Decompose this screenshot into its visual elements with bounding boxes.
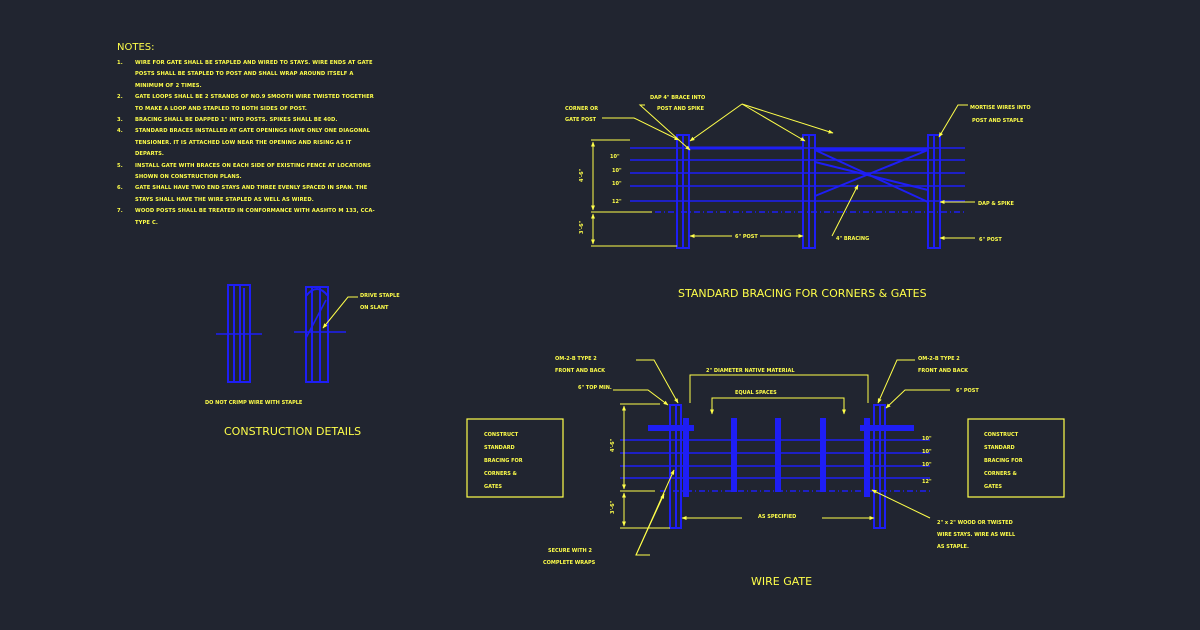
note-text: GATE LOOPS SHALL BE 2 STRANDS OF NO.9 SM… <box>135 94 374 112</box>
label-drive-staple-1: DRIVE STAPLE <box>360 293 400 299</box>
note-text: GATE SHALL HAVE TWO END STAYS AND THREE … <box>135 185 368 203</box>
gate-dim-height-below: 3'-6" <box>610 500 616 514</box>
label-post-6: 6" POST <box>956 388 979 394</box>
bracing-wires <box>630 147 965 213</box>
gate-dim-spacing-1: 10" <box>922 436 932 442</box>
note-number: 7. <box>117 208 123 215</box>
dim-spacing-3: 10" <box>612 181 622 187</box>
label-dap-brace-1: DAP 4" BRACE INTO <box>650 95 705 101</box>
box-left-line-2: STANDARD <box>484 445 515 451</box>
box-left-line-1: CONSTRUCT <box>484 432 519 438</box>
dim-height-below: 3'-6" <box>579 220 585 234</box>
box-right-line-5: GATES <box>984 484 1002 490</box>
label-stays-2: WIRE STAYS. WIRE AS WELL <box>937 532 1016 538</box>
bracing-leaders <box>591 103 975 247</box>
dim-height-above: 4'-6" <box>579 168 585 182</box>
note-number: 4. <box>117 128 123 135</box>
bracing-labels: CORNER OR GATE POST DAP 4" BRACE INTO PO… <box>565 95 1031 243</box>
label-om-right-1: OM-2-B TYPE 2 <box>918 356 960 362</box>
label-corner-post-2: GATE POST <box>565 117 597 123</box>
note-number: 2. <box>117 94 123 101</box>
note-item: 2. GATE LOOPS SHALL BE 2 STRANDS OF NO.9 … <box>117 92 377 115</box>
label-post-6-left: 6" POST <box>735 234 758 240</box>
dim-spacing-2: 10" <box>612 168 622 174</box>
note-text: WIRE FOR GATE SHALL BE STAPLED AND WIRED… <box>135 60 373 89</box>
label-secure-1: SECURE WITH 2 <box>548 548 592 554</box>
note-item: 4. STANDARD BRACES INSTALLED AT GATE OPEN… <box>117 126 377 160</box>
label-native: 2" DIAMETER NATIVE MATERIAL <box>706 368 795 374</box>
label-post-6-right: 6" POST <box>979 237 1002 243</box>
note-item: 5. INSTALL GATE WITH BRACES ON EACH SIDE … <box>117 161 377 184</box>
gate-dim-height-above: 4'-6" <box>610 438 616 452</box>
label-stays-3: AS STAPLE. <box>937 544 969 550</box>
label-corner-post-1: CORNER OR <box>565 106 598 112</box>
label-om-left-1: OM-2-B TYPE 2 <box>555 356 597 362</box>
detail-post-right <box>305 286 329 383</box>
label-bracing-4: 4" BRACING <box>836 236 869 242</box>
bracing-braces <box>689 146 929 203</box>
dim-spacing-4: 12" <box>612 199 622 205</box>
construction-details: DRIVE STAPLE ON SLANT DO NOT CRIMP WIRE … <box>205 284 400 438</box>
note-text: BRACING SHALL BE DAPPED 1" INTO POSTS. S… <box>135 117 338 124</box>
label-top-min: 6" TOP MIN. <box>578 385 612 391</box>
note-text: INSTALL GATE WITH BRACES ON EACH SIDE OF… <box>135 162 372 181</box>
bracing-title: STANDARD BRACING FOR CORNERS & GATES <box>678 287 927 300</box>
box-right-line-1: CONSTRUCT <box>984 432 1019 438</box>
dim-spacing-1: 10" <box>610 154 620 160</box>
box-right-line-2: STANDARD <box>984 445 1015 451</box>
callout-box-left: CONSTRUCT STANDARD BRACING FOR CORNERS &… <box>466 418 564 498</box>
note-text: STANDARD BRACES INSTALLED AT GATE OPENIN… <box>135 128 371 158</box>
gate-dim-spacing-3: 10" <box>922 462 932 468</box>
label-as-specified: AS SPECIFIED <box>758 514 796 520</box>
note-item: 7. WOOD POSTS SHALL BE TREATED IN CONFORM… <box>117 206 377 229</box>
note-number: 3. <box>117 117 123 124</box>
note-number: 1. <box>117 60 123 66</box>
label-om-right-2: FRONT AND BACK <box>918 368 969 374</box>
bracing-posts <box>676 134 941 249</box>
callout-box-right: CONSTRUCT STANDARD BRACING FOR CORNERS &… <box>967 418 1065 498</box>
label-stays-1: 2" x 2" WOOD OR TWISTED <box>937 520 1013 526</box>
label-equal-spaces: EQUAL SPACES <box>735 390 777 396</box>
notes-heading: NOTES: <box>117 42 155 53</box>
note-number: 5. <box>117 162 123 169</box>
construction-title: CONSTRUCTION DETAILS <box>224 425 361 438</box>
label-mortise-1: MORTISE WIRES INTO <box>970 105 1031 111</box>
label-drive-staple-2: ON SLANT <box>360 305 389 311</box>
note-text: WOOD POSTS SHALL BE TREATED IN CONFORMAN… <box>135 208 375 226</box>
label-dap-spike: DAP & SPIKE <box>978 201 1015 207</box>
gate-dim-spacing-2: 10" <box>922 449 932 455</box>
notes-list: 1. WIRE FOR GATE SHALL BE STAPLED AND WIR… <box>117 58 377 229</box>
box-left-line-3: BRACING FOR <box>484 458 523 464</box>
box-right-line-3: BRACING FOR <box>984 458 1023 464</box>
box-left-line-5: GATES <box>484 484 502 490</box>
label-dap-brace-2: POST AND SPIKE <box>657 106 705 112</box>
label-mortise-2: POST AND STAPLE <box>972 118 1024 124</box>
label-secure-2: COMPLETE WRAPS <box>543 560 596 566</box>
wire-gate-detail: OM-2-B TYPE 2 FRONT AND BACK 6" TOP MIN.… <box>466 356 1065 588</box>
box-left-line-4: CORNERS & <box>484 471 518 477</box>
note-item: 3. BRACING SHALL BE DAPPED 1" INTO POSTS.… <box>117 115 377 126</box>
note-number: 6. <box>117 185 123 192</box>
box-right-line-4: CORNERS & <box>984 471 1018 477</box>
note-item: 6. GATE SHALL HAVE TWO END STAYS AND THRE… <box>117 183 377 206</box>
label-crimp-note: DO NOT CRIMP WIRE WITH STAPLE <box>205 400 303 406</box>
note-item: 1. WIRE FOR GATE SHALL BE STAPLED AND WIR… <box>117 58 377 92</box>
gate-title: WIRE GATE <box>751 575 812 588</box>
gate-dim-spacing-4: 12" <box>922 479 932 485</box>
label-om-left-2: FRONT AND BACK <box>555 368 606 374</box>
standard-bracing-detail: CORNER OR GATE POST DAP 4" BRACE INTO PO… <box>565 95 1031 300</box>
